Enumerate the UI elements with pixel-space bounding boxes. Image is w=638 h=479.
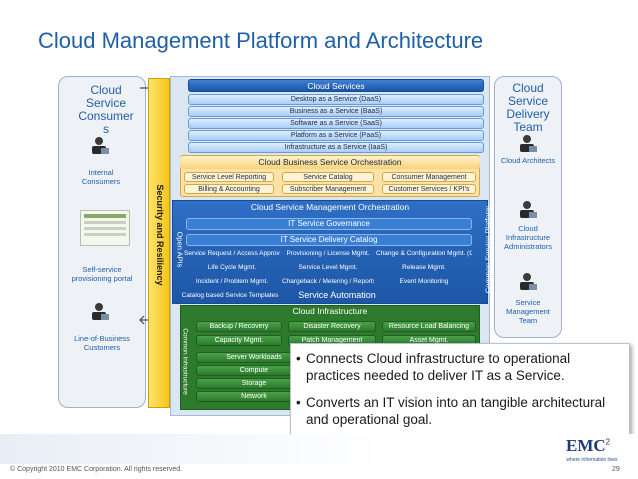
internal-consumers-label: Internal Consumers: [81, 168, 121, 186]
emc-tagline: where information lives: [566, 457, 618, 463]
it-service-governance: IT Service Governance: [186, 218, 472, 230]
security-column: [148, 78, 170, 408]
security-label: Security and Resiliency: [155, 184, 165, 286]
mgmt-service-request: Service Request / Access Approval: [184, 250, 280, 257]
orch-consumer-management: Consumer Management: [382, 172, 476, 182]
mgmt-service-level: Service Level Mgmt.: [298, 264, 358, 271]
footer-band: [0, 434, 638, 464]
admins-label: Cloud Infrastructure Administrators: [504, 224, 552, 251]
mgmt-title: Cloud Service Management Orchestration: [250, 202, 410, 212]
consumer-heading: Cloud Service Consumer s: [78, 83, 134, 136]
lob-person-icon: [92, 303, 109, 320]
mgmt-event-monitoring: Event Monitoring: [399, 278, 449, 285]
lob-label: Line-of-Business Customers: [74, 334, 130, 352]
mgmt-incident: Incident / Problem Mgmt.: [195, 278, 269, 285]
orch-service-level-reporting: Service Level Reporting: [184, 172, 274, 182]
orchestration-title: Cloud Business Service Orchestration: [180, 156, 480, 169]
callout-bullet-1: • Connects Cloud infrastructure to opera…: [296, 350, 626, 384]
orch-customer-services: Customer Services / KPI's: [382, 184, 476, 194]
orch-subscriber-management: Subscriber Management: [282, 184, 374, 194]
callout-bullet-1-text: Connects Cloud infrastructure to operati…: [306, 351, 571, 383]
infra-capacity: Capacity Mgmt.: [196, 335, 282, 346]
emc-logo-text: EMC: [566, 436, 606, 455]
common-platform-label: Common Service Platform: [483, 205, 493, 294]
service-daas: Desktop as a Service (DaaS): [188, 94, 484, 105]
orch-service-catalog: Service Catalog: [282, 172, 374, 182]
open-apis-label: Open APIs: [175, 231, 185, 268]
self-service-label: Self-service provisioning portal: [71, 265, 133, 283]
service-paas: Platform as a Service (PaaS): [188, 130, 484, 141]
page-number: 29: [612, 466, 620, 473]
emc-logo: EMC2: [566, 436, 616, 458]
infra-load-balancing: Resource Load Balancing: [382, 321, 476, 332]
mgmt-template: Catalog based Service Templates: [181, 292, 279, 299]
architect-person-icon: [520, 135, 537, 152]
it-service-catalog: IT Service Delivery Catalog: [186, 234, 472, 246]
service-mgmt-label: Service Management Team: [506, 298, 550, 325]
infra-disaster-recovery: Disaster Recovery: [288, 321, 376, 332]
callout-box: [290, 343, 630, 435]
portal-screenshot-image: [80, 210, 130, 246]
mgmt-panel: [172, 200, 488, 304]
orch-billing: Billing & Accounting: [184, 184, 274, 194]
mgmt-chargeback: Chargeback / Metering / Reports: [282, 278, 374, 285]
mgmt-change-config: Change & Configuration Mgmt. (CMDB): [376, 250, 472, 257]
consumer-person-icon: [92, 137, 109, 154]
service-baas: Business as a Service (BaaS): [188, 106, 484, 117]
service-mgmt-person-icon: [520, 273, 537, 290]
service-automation: Service Automation: [298, 290, 376, 300]
callout-bullet-2-text: Converts an IT vision into an tangible a…: [306, 395, 606, 427]
architects-label: Cloud Architects: [500, 156, 556, 165]
infra-backup: Backup / Recovery: [196, 321, 282, 332]
mgmt-provisioning: Provisioning / License Mgmt.: [286, 250, 370, 257]
copyright: © Copyright 2010 EMC Corporation. All ri…: [10, 466, 183, 473]
admin-person-icon: [520, 201, 537, 218]
service-iaas: Infrastructure as a Service (IaaS): [188, 142, 484, 153]
mgmt-lifecycle: Life Cycle Mgmt.: [207, 264, 257, 271]
callout-bullet-2: • Converts an IT vision into an tangible…: [296, 394, 626, 428]
delivery-heading: Cloud Service Delivery Team: [506, 81, 550, 134]
cloud-services-header: Cloud Services: [188, 79, 484, 92]
infra-title: Cloud Infrastructure: [292, 306, 368, 316]
infra-common-label: Common Infrastructure: [181, 328, 189, 395]
service-saas: Software as a Service (SaaS): [188, 118, 484, 129]
page-title: Cloud Management Platform and Architectu…: [38, 28, 484, 53]
mgmt-release: Release Mgmt.: [402, 264, 446, 271]
emc-logo-sup: 2: [605, 437, 611, 447]
